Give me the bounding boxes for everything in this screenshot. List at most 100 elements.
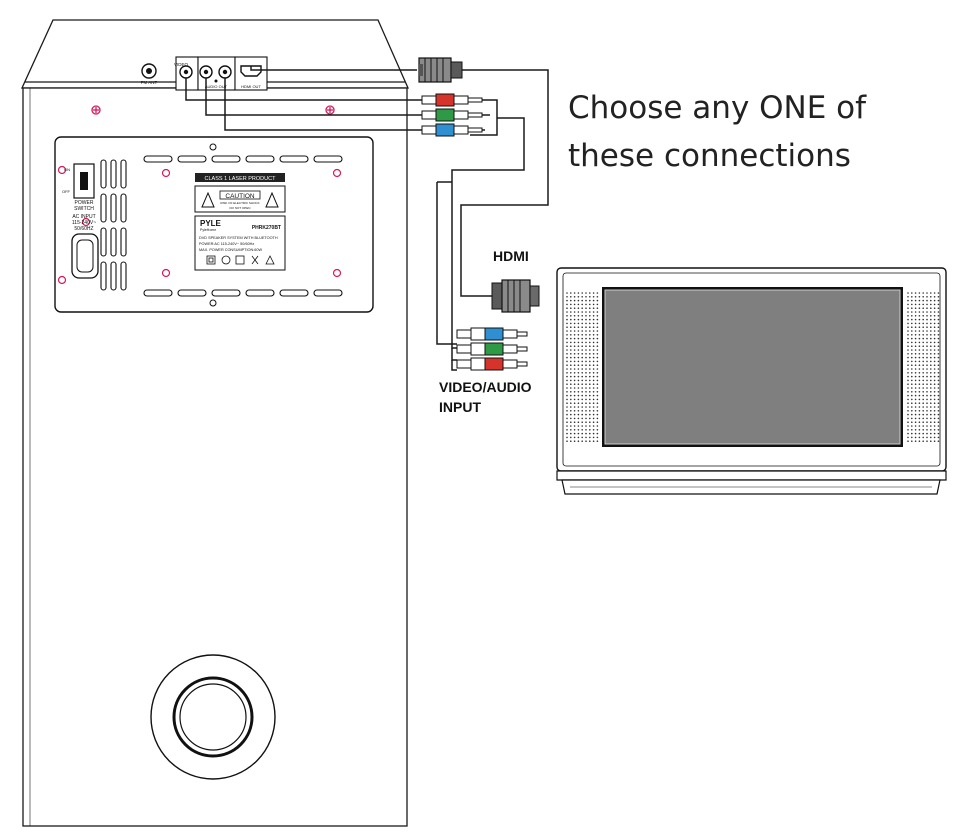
tv-speaker-grille-right	[907, 292, 940, 443]
connector-strip: FM ANT VIDEO AUDIO OUT HDMI OUT	[141, 56, 268, 91]
grille-dot	[573, 417, 576, 420]
grille-dot	[918, 379, 921, 382]
grille-dot	[933, 311, 936, 313]
grille-dot	[933, 299, 936, 302]
grille-dot	[926, 318, 928, 321]
grille-dot	[911, 429, 913, 431]
grille-dot	[930, 322, 932, 325]
grille-dot	[592, 334, 595, 336]
grille-dot	[933, 383, 936, 386]
grille-dot	[577, 349, 580, 351]
grille-dot	[570, 364, 572, 367]
grille-dot	[566, 429, 568, 431]
grille-dot	[918, 292, 921, 294]
grille-dot	[570, 334, 572, 336]
grille-dot	[914, 383, 917, 386]
grille-dot	[922, 345, 924, 348]
grille-dot	[933, 432, 936, 435]
grille-dot	[907, 391, 909, 393]
grille-dot	[937, 410, 940, 412]
grille-dot	[585, 398, 587, 401]
grille-dot	[592, 413, 595, 416]
grille-dot	[918, 307, 921, 310]
grille-dot	[577, 326, 580, 329]
grille-dot	[926, 356, 928, 359]
grille-dot	[907, 406, 909, 408]
grille-dot	[914, 432, 917, 435]
grille-dot	[911, 326, 913, 329]
grille-dot	[566, 341, 568, 344]
grille-dot	[911, 402, 913, 405]
grille-dot	[585, 383, 587, 386]
grille-dot	[589, 421, 591, 424]
grille-dot	[589, 341, 591, 344]
grille-dot	[566, 432, 568, 435]
grille-dot	[907, 337, 909, 340]
grille-dot	[570, 410, 572, 412]
grille-dot	[933, 334, 936, 336]
grille-dot	[592, 440, 595, 443]
grille-dot	[581, 318, 583, 321]
grille-dot	[918, 375, 921, 378]
grille-dot	[589, 337, 591, 340]
grille-dot	[585, 356, 587, 359]
grille-dot	[914, 349, 917, 351]
grille-dot	[589, 368, 591, 370]
grille-dot	[922, 391, 924, 393]
grille-dot	[592, 429, 595, 431]
grille-dot	[937, 349, 940, 351]
grille-dot	[596, 429, 599, 431]
grille-dot	[911, 440, 913, 443]
grille-dot	[922, 341, 924, 344]
grille-dot	[907, 330, 909, 332]
grille-dot	[577, 436, 580, 439]
grille-dot	[922, 387, 924, 389]
grille-dot	[933, 394, 936, 397]
grille-dot	[573, 353, 576, 355]
grille-dot	[581, 353, 583, 355]
grille-dot	[573, 432, 576, 435]
rca-plug-green-upper	[421, 108, 483, 122]
grille-dot	[918, 372, 921, 374]
grille-dot	[930, 311, 932, 313]
grille-dot	[907, 315, 909, 317]
grille-dot	[907, 417, 909, 420]
grille-dot	[585, 315, 587, 317]
grille-dot	[577, 425, 580, 427]
grille-dot	[918, 341, 921, 344]
grille-dot	[596, 421, 599, 424]
grille-dot	[918, 383, 921, 386]
grille-dot	[922, 368, 924, 370]
grille-dot	[592, 292, 595, 294]
grille-dot	[907, 387, 909, 389]
grille-dot	[922, 303, 924, 306]
grille-dot	[566, 375, 568, 378]
grille-dot	[933, 421, 936, 424]
grille-dot	[930, 303, 932, 306]
grille-dot	[937, 311, 940, 313]
grille-dot	[581, 326, 583, 329]
grille-dot	[937, 307, 940, 310]
grille-dot	[911, 292, 913, 294]
grille-dot	[573, 410, 576, 412]
grille-dot	[566, 379, 568, 382]
grille-dot	[937, 299, 940, 302]
grille-dot	[596, 394, 599, 397]
grille-dot	[592, 330, 595, 332]
grille-dot	[589, 326, 591, 329]
grille-dot	[577, 360, 580, 363]
grille-dot	[930, 375, 932, 378]
grille-dot	[918, 391, 921, 393]
grille-dot	[596, 406, 599, 408]
grille-dot	[592, 318, 595, 321]
grille-dot	[566, 406, 568, 408]
grille-dot	[577, 429, 580, 431]
grille-dot	[596, 345, 599, 348]
grille-dot	[573, 299, 576, 302]
grille-dot	[585, 307, 587, 310]
grille-dot	[585, 429, 587, 431]
grille-dot	[577, 318, 580, 321]
grille-dot	[573, 391, 576, 393]
grille-dot	[573, 383, 576, 386]
plate-screws	[209, 143, 217, 307]
